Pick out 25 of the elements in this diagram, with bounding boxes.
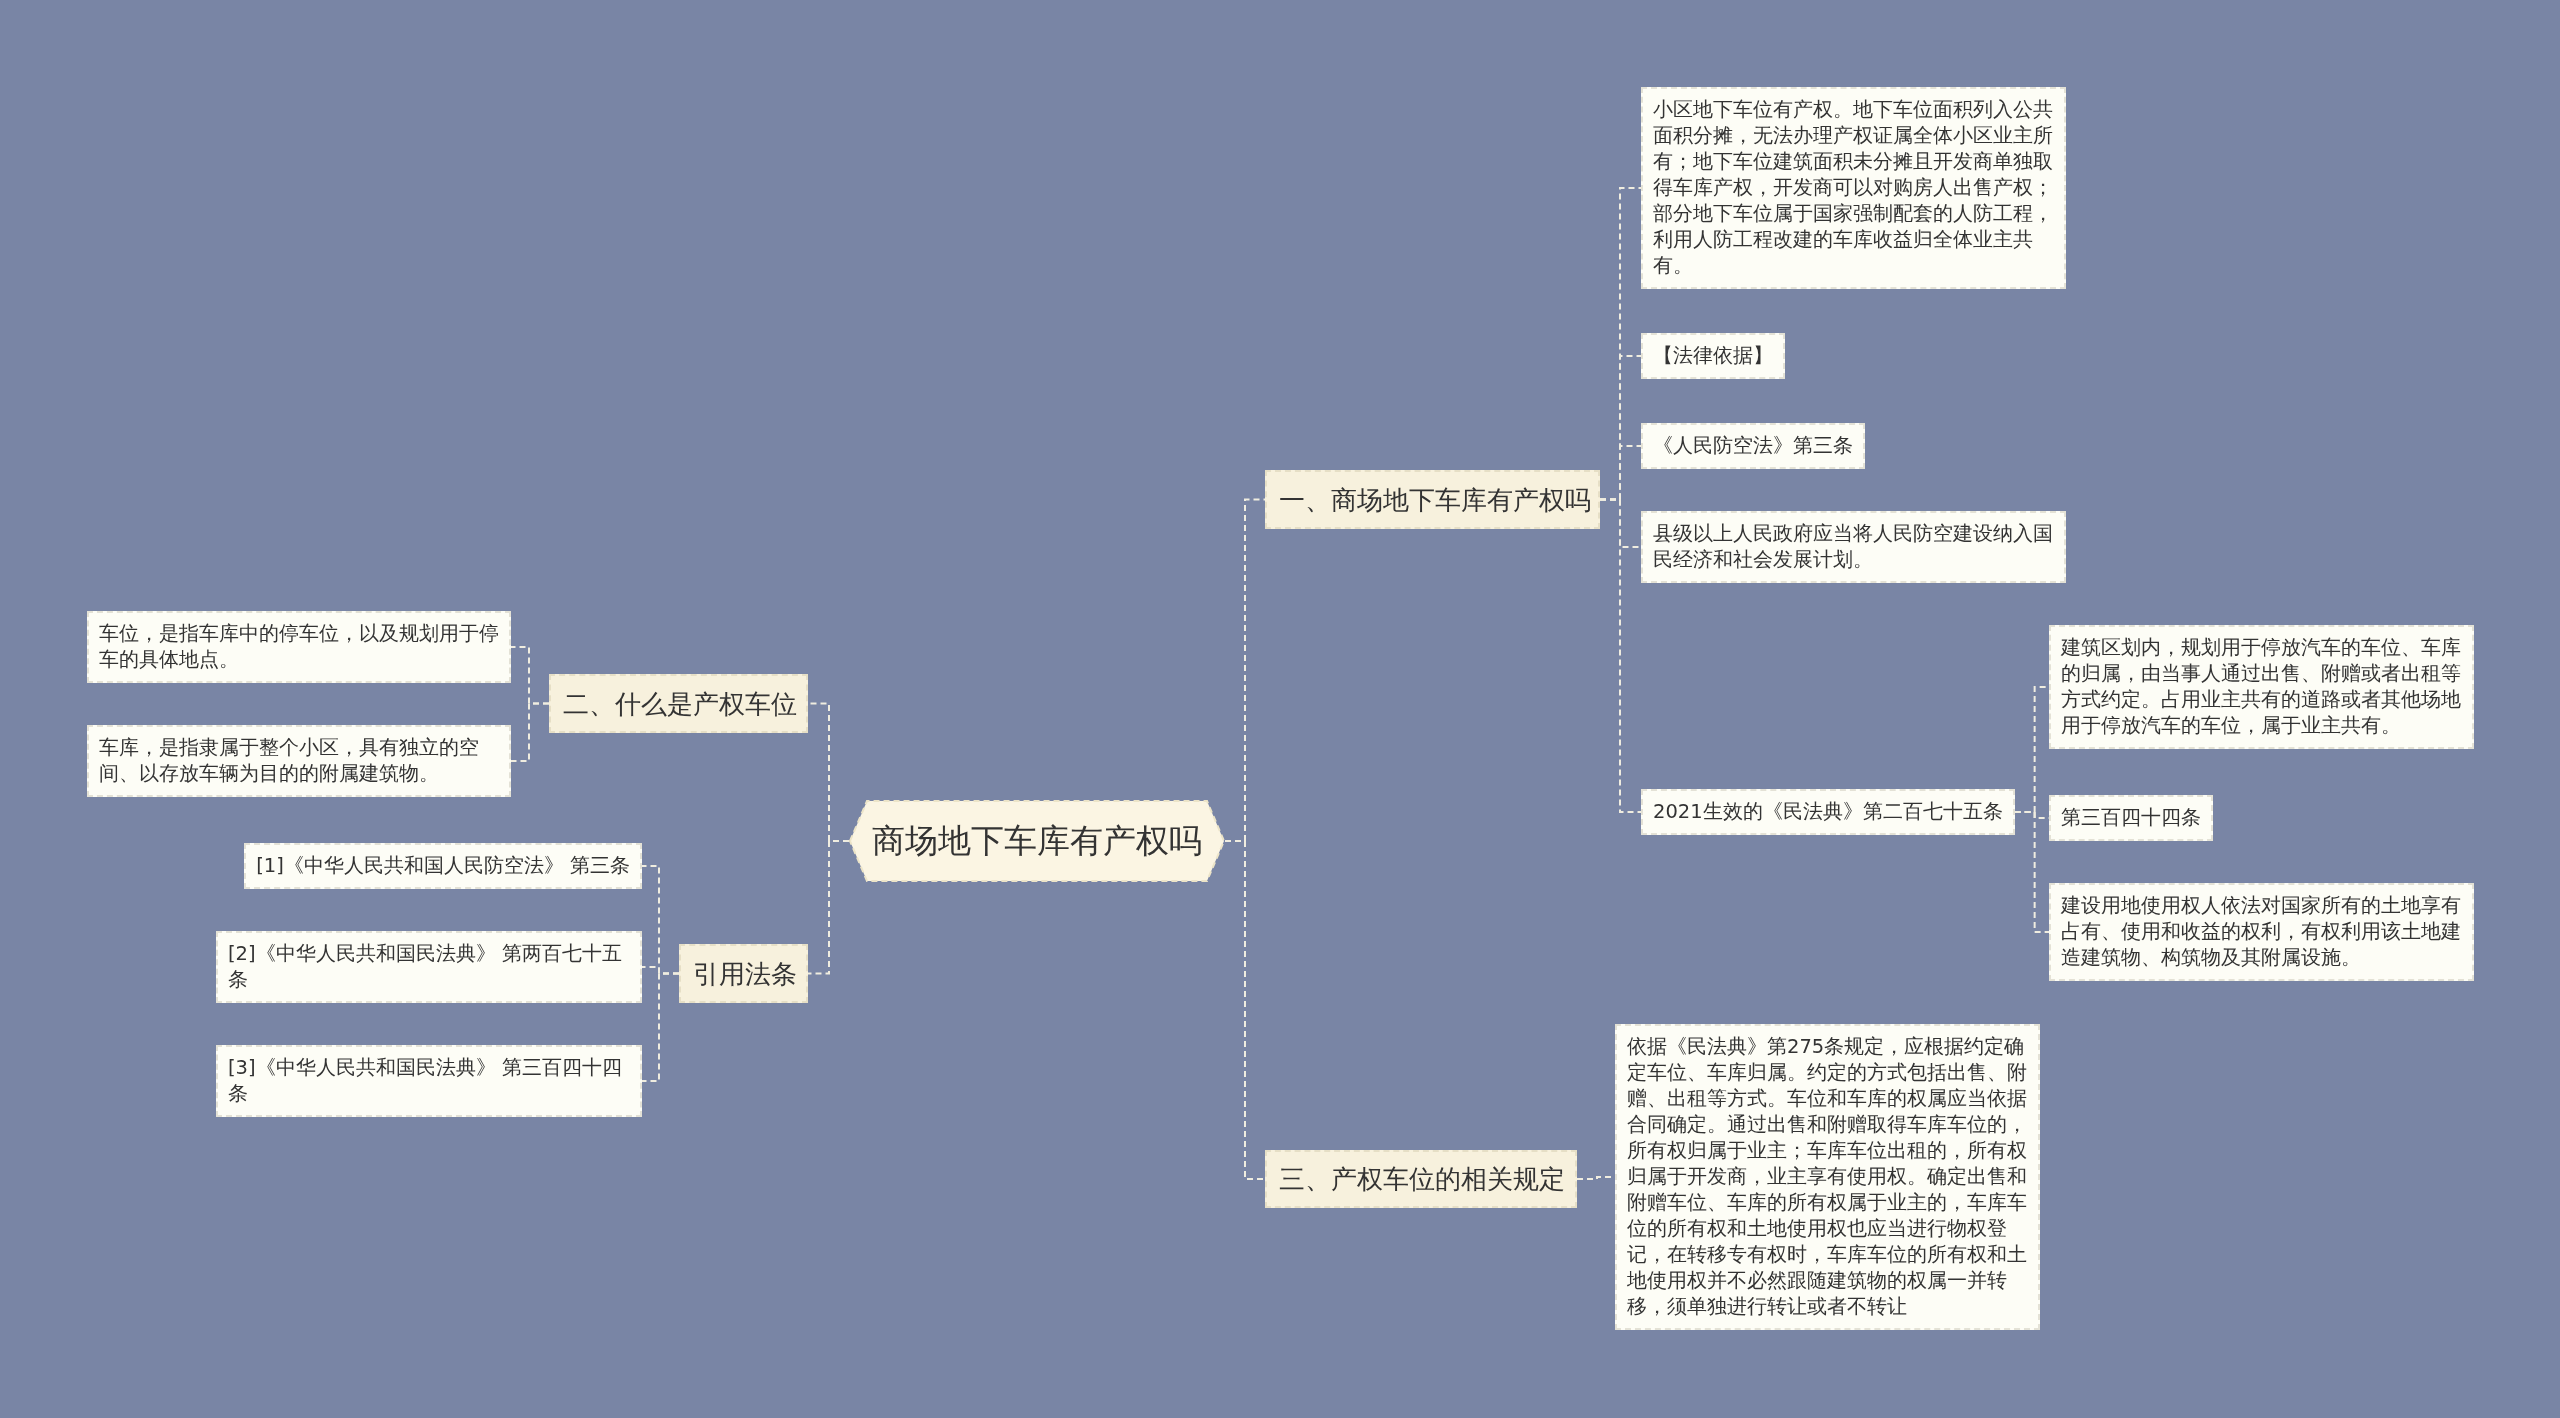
- note-box: 依据《民法典》第275条规定，应根据约定确定车位、车库归属。约定的方式包括出售、附赠、出租等方式。车位和车库的权属应当依据合同确定。通过出售和附赠取得车库车位的，所有权归属于业主；车库车位出租的，所有权归属于开发商，业主享有使用权。确定出售和附赠车位、车库的所有权属于业主的，车库车位的所有权和土地使用权也应当进行物权登记，在转移专有权时，车库车位的所有权和土地使用权并不必然跟随建筑物的权属一并转移，须单独进行转让或者不转让: [1615, 1024, 2040, 1330]
- note-box: [1]《中华人民共和国人民防空法》 第三条: [244, 843, 642, 889]
- connector-line: [2013, 811, 2050, 933]
- connector-line: [641, 972, 680, 1082]
- central-topic: 商场地下车库有产权吗: [849, 800, 1225, 882]
- connector-line: [807, 840, 850, 975]
- note-box: 车位，是指车库中的停车位，以及规划用于停车的具体地点。: [87, 611, 511, 683]
- note-box: 县级以上人民政府应当将人民防空建设纳入国民经济和社会发展计划。: [1641, 511, 2066, 583]
- note-box: 建筑区划内，规划用于停放汽车的车位、车库的归属，由当事人通过出售、附赠或者出租等方式约定。占用业主共有的道路或者其他场地用于停放汽车的车位，属于业主共有。: [2049, 625, 2474, 749]
- note-box: 车库，是指隶属于整个小区，具有独立的空间、以存放车辆为目的的附属建筑物。: [87, 725, 511, 797]
- topic-box: 一、商场地下车库有产权吗: [1265, 470, 1600, 529]
- note-box: 第三百四十四条: [2049, 795, 2213, 841]
- connector-line: [510, 702, 550, 762]
- connector-line: [1599, 498, 1642, 813]
- note-box: 【法律依据】: [1641, 333, 1785, 379]
- topic-box: 引用法条: [679, 944, 808, 1003]
- note-box: 小区地下车位有产权。地下车位面积列入公共面积分摊，无法办理产权证属全体小区业主所有；地下车位建筑面积未分摊且开发商单独取得车库产权，开发商可以对购房人出售产权；部分地下车位属于国家强制配套的人防工程，利用人防工程改建的车库收益归全体业主共有。: [1641, 87, 2066, 289]
- note-box: [2]《中华人民共和国民法典》 第两百七十五条: [216, 931, 642, 1003]
- note-box: 建设用地使用权人依法对国家所有的土地享有占有、使用和收益的权利，有权利用该土地建造建筑物、构筑物及其附属设施。: [2049, 883, 2474, 981]
- topic-box: 二、什么是产权车位: [549, 674, 808, 733]
- connector-line: [1224, 840, 1266, 1180]
- topic-box: 三、产权车位的相关规定: [1265, 1150, 1577, 1208]
- note-box: 2021生效的《民法典》第二百七十五条: [1641, 789, 2015, 835]
- note-box: 《人民防空法》第三条: [1641, 423, 1865, 469]
- note-box: [3]《中华人民共和国民法典》 第三百四十四条: [216, 1045, 642, 1117]
